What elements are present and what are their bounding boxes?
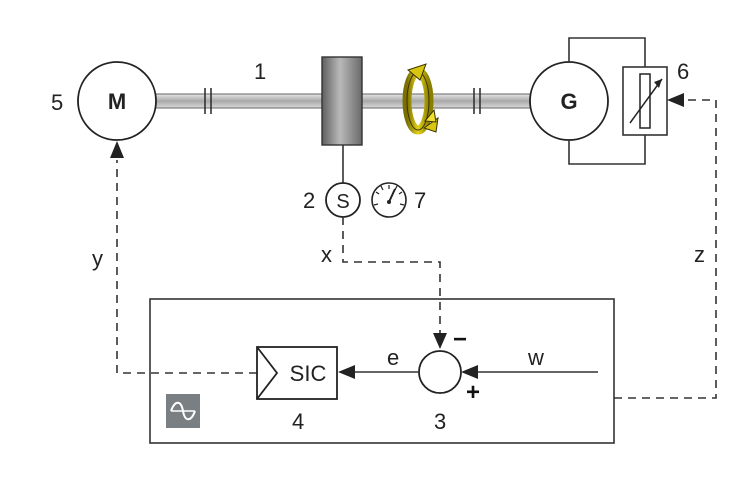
load-wire-bottom xyxy=(568,135,646,165)
motor: M xyxy=(77,61,157,141)
comparator xyxy=(418,350,462,394)
signal-z-label: z xyxy=(694,242,705,267)
shaft-coupling-right xyxy=(473,88,481,114)
signal-w-label: w xyxy=(527,345,544,370)
controller-sic: SIC xyxy=(256,346,338,400)
motor-label: M xyxy=(108,89,126,114)
generator-label: G xyxy=(560,89,577,114)
sine-wave-icon xyxy=(166,394,200,428)
signal-x-label: x xyxy=(321,242,332,267)
label-2: 2 xyxy=(303,188,315,213)
signal-e-arrowhead xyxy=(338,365,355,379)
signal-x-path xyxy=(342,217,441,345)
label-1: 1 xyxy=(254,59,266,84)
label-4: 4 xyxy=(292,409,304,434)
signal-x-arrowhead xyxy=(433,333,447,349)
label-7: 7 xyxy=(414,188,426,213)
label-6: 6 xyxy=(677,59,689,84)
minus-sign: − xyxy=(453,326,467,353)
label-3: 3 xyxy=(434,409,446,434)
signal-z-arrowhead xyxy=(667,93,684,107)
signal-e-label: e xyxy=(387,345,399,370)
controller-label: SIC xyxy=(290,361,327,386)
generator: G xyxy=(529,61,609,141)
control-box xyxy=(149,298,615,444)
sensor: S xyxy=(325,182,361,218)
rotation-arrow-icon xyxy=(402,63,439,135)
plus-sign: + xyxy=(466,379,480,406)
flywheel xyxy=(321,56,363,146)
load-wire-top xyxy=(568,37,646,67)
dial-gauge-icon xyxy=(371,182,407,218)
sensor-label: S xyxy=(336,191,349,213)
signal-y-label: y xyxy=(92,246,103,271)
signal-y-path xyxy=(116,160,257,374)
signal-w-arrowhead xyxy=(461,365,478,379)
variable-resistor-icon xyxy=(629,73,663,129)
shaft-coupling-left xyxy=(204,88,212,114)
signal-y-arrowhead xyxy=(110,141,124,158)
label-5: 5 xyxy=(51,90,63,115)
